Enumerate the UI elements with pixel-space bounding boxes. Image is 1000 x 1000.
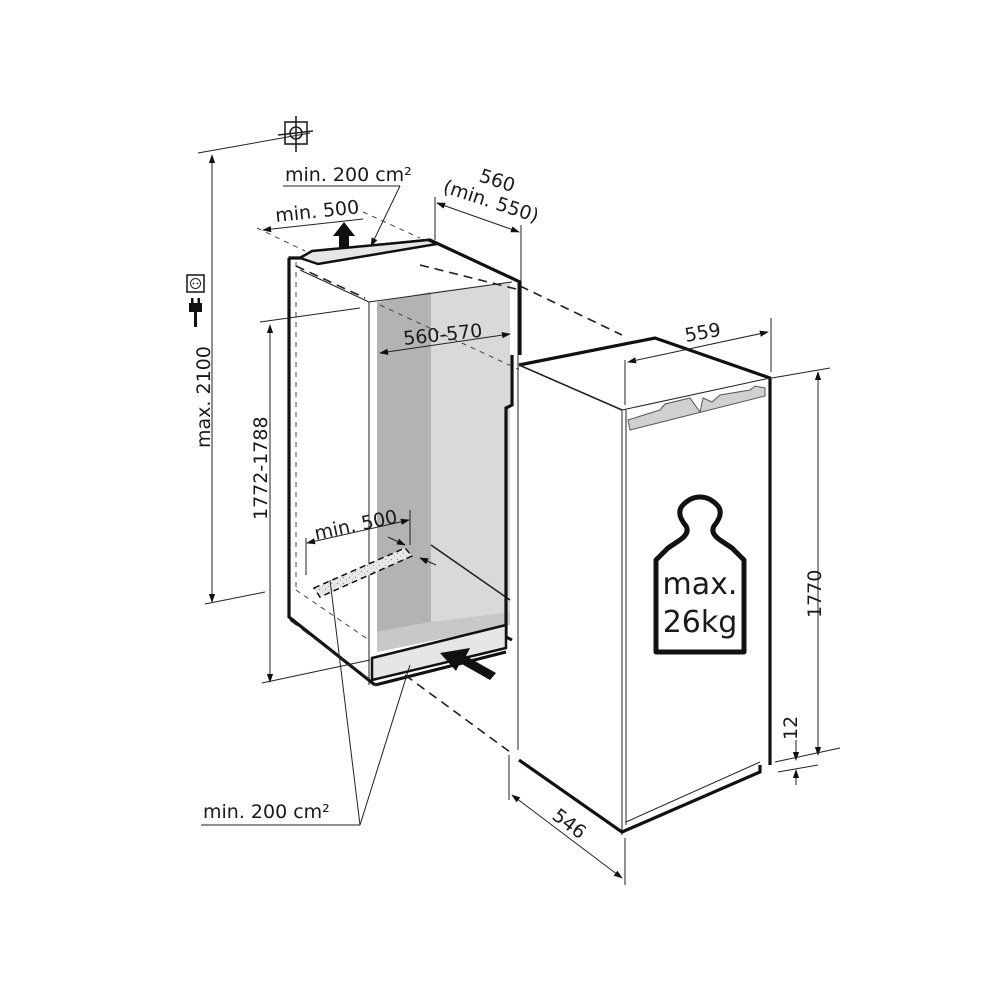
plinth-gap-label: 12: [780, 716, 802, 740]
top-vent-area-label: min. 200 cm²: [285, 164, 412, 186]
crosshair-target-icon: [277, 116, 314, 152]
projection-lines: [289, 285, 623, 753]
plinth-gap-dimension: 12: [777, 716, 819, 785]
max-height-label: max. 2100: [193, 346, 215, 448]
top-vent-annotation: min. 200 cm² min. 500: [256, 164, 421, 252]
niche-cabinet: [287, 222, 522, 750]
bottom-vent-annotation: min. 200 cm²: [201, 579, 411, 826]
niche-height-dimension: 1772-1788: [250, 307, 371, 684]
bottom-vent-area-label: min. 200 cm²: [203, 801, 330, 823]
top-vent-depth-label: min. 500: [274, 196, 360, 227]
power-plug-icon: [189, 298, 202, 327]
ceiling-marker: [197, 116, 314, 154]
door-weight-line1: max.: [663, 567, 738, 602]
niche-depth-dimension: 560 (min. 550): [434, 165, 541, 282]
niche-height-label: 1772-1788: [250, 416, 272, 520]
weight-icon: max. 26kg: [653, 494, 747, 655]
power-socket-icon: [186, 274, 205, 293]
door-weight-line2: 26kg: [663, 605, 738, 640]
appliance-width-dimension: 559: [624, 318, 772, 405]
appliance-height-dimension: 1770: [771, 367, 841, 763]
max-height-dimension: max. 2100: [193, 154, 266, 605]
appliance-height-label: 1770: [804, 570, 826, 618]
